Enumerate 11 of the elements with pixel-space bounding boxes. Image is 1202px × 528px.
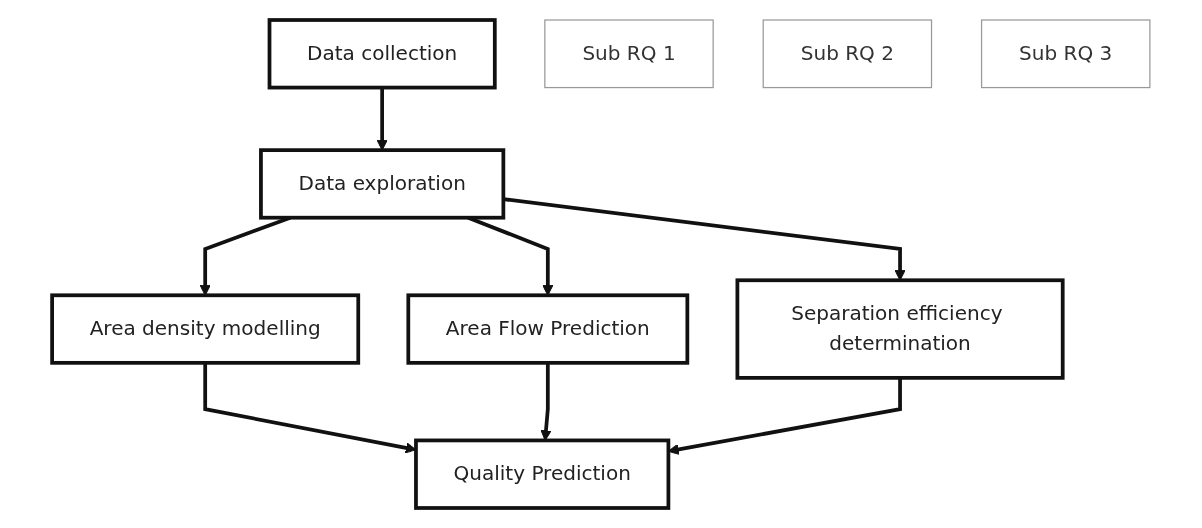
arrow	[540, 362, 552, 441]
node-box: Area density modelling	[50, 293, 361, 365]
node-box: Quality Prediction	[414, 438, 671, 510]
node-box: Sub RQ 2	[762, 19, 933, 89]
node-box: Sub RQ 1	[544, 19, 714, 89]
node-box: Sub RQ 3	[980, 19, 1151, 89]
arrow	[376, 87, 388, 151]
node-box: Data exploration	[259, 148, 506, 220]
node-box: Area Flow Prediction	[406, 293, 690, 365]
node-box: Data collection	[267, 18, 497, 90]
node-box: Separation efficiency determination	[735, 278, 1065, 380]
